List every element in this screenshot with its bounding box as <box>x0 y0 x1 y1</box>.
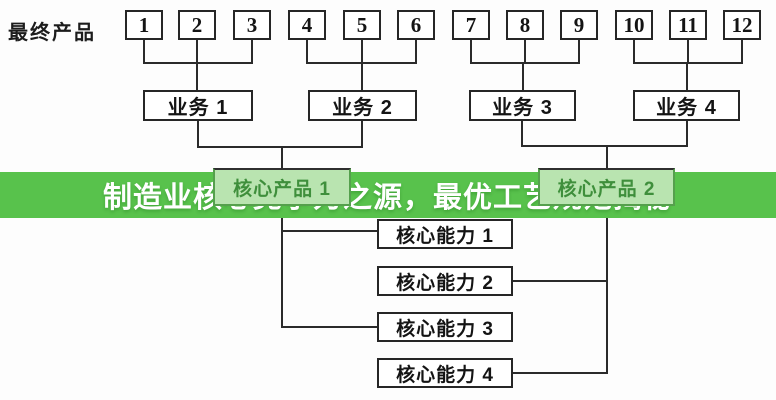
connector-line <box>415 40 417 62</box>
connector-line <box>633 40 635 62</box>
final-product-box: 9 <box>560 10 598 40</box>
connector-line <box>686 62 688 90</box>
business-box: 业务 2 <box>308 90 417 121</box>
business-box: 业务 4 <box>633 90 740 121</box>
connector-line <box>513 372 608 374</box>
core-competence-box: 核心能力 2 <box>377 266 513 296</box>
connector-line <box>197 146 363 148</box>
connector-line <box>578 40 580 62</box>
connector-line <box>513 280 608 282</box>
connector-line <box>143 62 253 64</box>
connector-line <box>281 230 379 232</box>
connector-line <box>281 146 283 170</box>
connector-line <box>741 40 743 62</box>
final-product-box: 3 <box>233 10 271 40</box>
connector-line <box>686 121 688 146</box>
connector-line <box>281 206 283 328</box>
final-product-box: 11 <box>669 10 707 40</box>
connector-line <box>687 40 689 62</box>
connector-line <box>521 121 523 146</box>
core-competence-box: 核心能力 3 <box>377 312 513 342</box>
connector-line <box>524 40 526 62</box>
connector-line <box>143 40 145 62</box>
connector-line <box>633 62 743 64</box>
connector-line <box>470 40 472 62</box>
connector-line <box>306 40 308 62</box>
connector-line <box>521 145 688 147</box>
connector-line <box>606 145 608 170</box>
final-product-box: 6 <box>397 10 435 40</box>
core-product-box: 核心产品 2 <box>538 168 675 206</box>
connector-line <box>251 40 253 62</box>
core-product-box: 核心产品 1 <box>213 168 351 206</box>
final-product-box: 4 <box>288 10 326 40</box>
connector-line <box>197 121 199 147</box>
final-products-label: 最终产品 <box>8 22 96 44</box>
final-product-box: 2 <box>178 10 216 40</box>
final-product-box: 12 <box>723 10 761 40</box>
connector-line <box>522 62 524 90</box>
connector-line <box>470 62 580 64</box>
business-box: 业务 1 <box>143 90 253 121</box>
connector-line <box>361 62 363 90</box>
connector-line <box>361 121 363 147</box>
connector-line <box>281 326 379 328</box>
final-product-box: 10 <box>615 10 653 40</box>
core-competence-box: 核心能力 1 <box>377 219 513 249</box>
final-product-box: 8 <box>506 10 544 40</box>
connector-line <box>196 62 198 90</box>
final-product-box: 1 <box>125 10 163 40</box>
connector-line <box>196 40 198 62</box>
core-competence-box: 核心能力 4 <box>377 358 513 388</box>
business-box: 业务 3 <box>469 90 576 121</box>
connector-line <box>606 206 608 374</box>
final-product-box: 5 <box>343 10 381 40</box>
connector-line <box>361 40 363 62</box>
final-product-box: 7 <box>452 10 490 40</box>
